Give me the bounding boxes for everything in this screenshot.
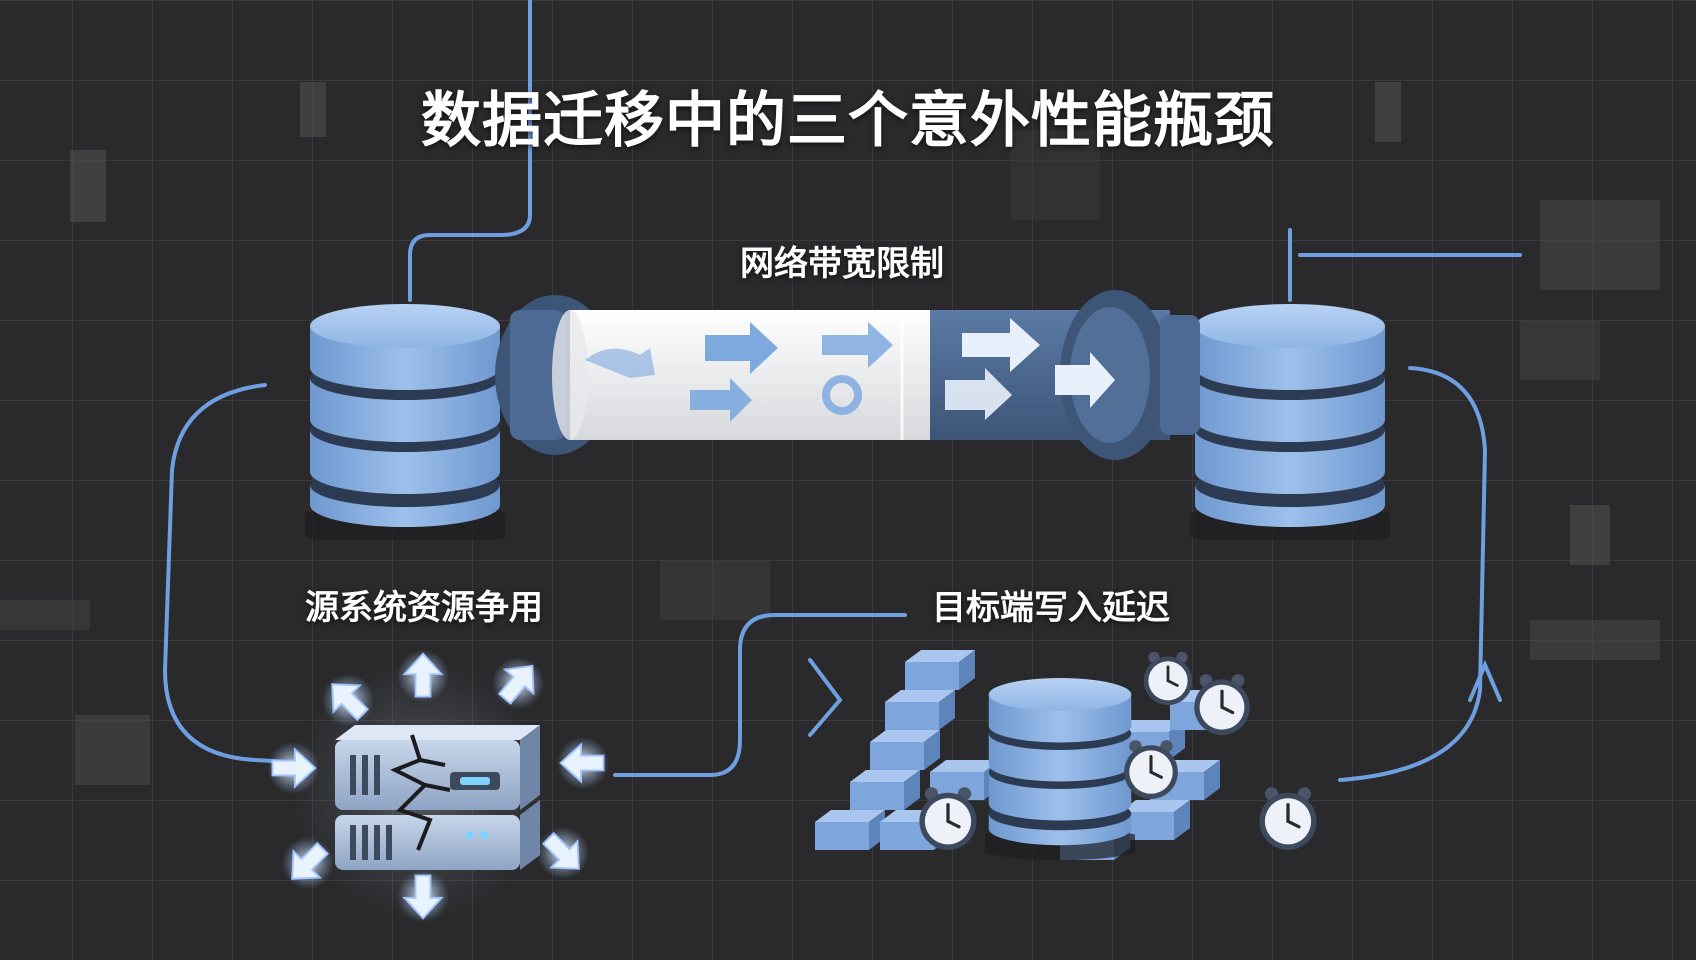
- pipe-swirl-icon: [822, 375, 862, 415]
- target-small-database-icon: [985, 678, 1135, 860]
- block-icon: [870, 730, 940, 770]
- block-icon: [850, 770, 920, 810]
- right-loop-line: [1338, 366, 1488, 782]
- pipe-arrow-icon: [1055, 352, 1115, 408]
- left-loop-line: [162, 383, 292, 764]
- arrow-icon: [395, 868, 451, 924]
- source-to-target-line: [613, 613, 907, 777]
- pipe-arrow-icon: [585, 348, 655, 378]
- background-decor: [0, 82, 1660, 785]
- pipe-arrow-icon: [962, 318, 1040, 372]
- crack-icon: [390, 734, 451, 851]
- clock-icon: [1142, 650, 1194, 706]
- pipe-arrow-icon: [705, 322, 778, 374]
- arrow-icon: [265, 740, 321, 796]
- bottleneck-label-target: 目标端写入延迟: [932, 588, 1170, 628]
- clock-icon: [1257, 785, 1319, 851]
- pipe-arrow-icon: [690, 378, 752, 422]
- block-icon: [885, 690, 955, 730]
- clock-icon: [917, 785, 979, 851]
- block-icon: [905, 650, 975, 690]
- source-to-target-arrow: [808, 658, 843, 737]
- bottleneck-label-network: 网络带宽限制: [740, 244, 944, 284]
- clock-icon: [1192, 672, 1252, 736]
- page-title: 数据迁移中的三个意外性能瓶颈: [421, 86, 1275, 156]
- clock-icon: [1122, 738, 1180, 800]
- right-loop-arrowhead: [1468, 659, 1502, 702]
- flow-lines: [162, 0, 1522, 782]
- arrow-icon: [555, 735, 611, 791]
- pipe-arrow-icon: [822, 322, 893, 368]
- source-database-icon: [305, 304, 505, 540]
- target-database-icon: [1190, 304, 1390, 540]
- network-pipe-icon: [495, 290, 1200, 460]
- bottleneck-label-source: 源系统资源争用: [305, 588, 543, 628]
- top-left-wire: [408, 0, 532, 302]
- block-icon: [815, 810, 885, 850]
- arrow-icon: [395, 648, 451, 704]
- pipe-arrow-icon: [945, 368, 1012, 420]
